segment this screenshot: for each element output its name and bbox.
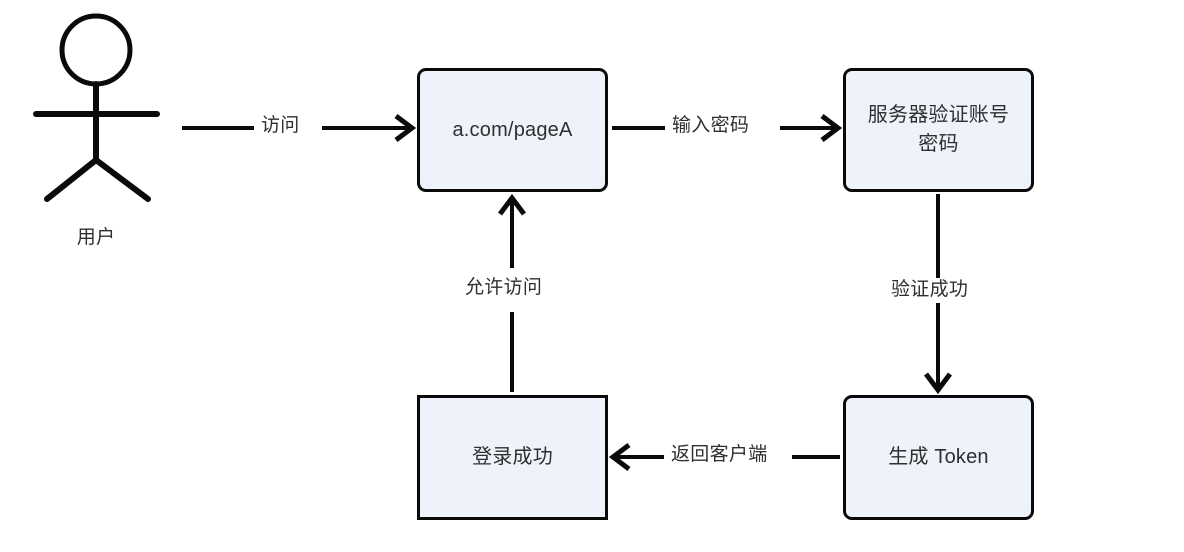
actor-leg-right-line — [93, 157, 151, 202]
edge-label-allow-access: 允许访问 — [458, 276, 550, 301]
user-actor-figure — [33, 13, 160, 202]
actor-head-icon — [59, 13, 133, 87]
node-page-a[interactable]: a.com/pageA — [417, 68, 608, 192]
edge-enter-password-line — [612, 114, 843, 142]
edge-label-verify-ok: 验证成功 — [884, 278, 976, 303]
node-generate-token[interactable]: 生成 Token — [843, 395, 1034, 520]
edge-allow-access-line — [498, 193, 526, 392]
edge-label-visit: 访问 — [254, 114, 307, 139]
user-actor-label: 用户 — [76, 227, 116, 248]
edge-label-return-client: 返回客户端 — [664, 443, 775, 468]
actor-leg-left-line — [44, 157, 99, 202]
node-login-success[interactable]: 登录成功 — [417, 395, 608, 520]
edge-return-client-line — [608, 443, 840, 471]
edge-visit-line — [182, 114, 417, 142]
edge-label-enter-password: 输入密码 — [665, 114, 757, 139]
node-server-verify[interactable]: 服务器验证账号 密码 — [843, 68, 1034, 192]
